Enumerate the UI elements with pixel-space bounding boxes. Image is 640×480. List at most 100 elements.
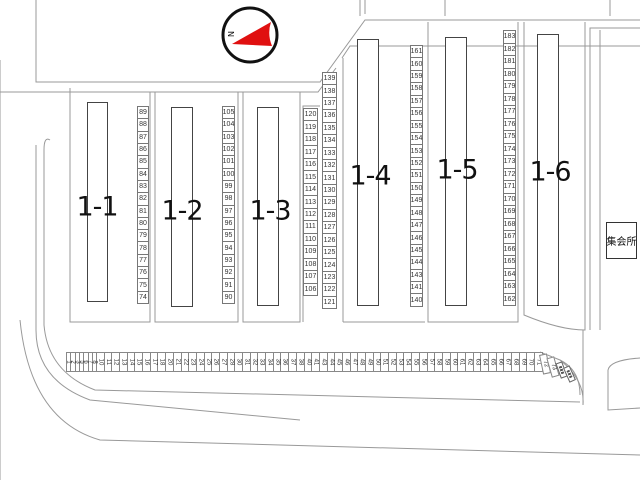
parking-space-123[interactable]: 123 xyxy=(322,271,337,285)
parking-space-138[interactable]: 138 xyxy=(322,85,337,98)
parking-space-63[interactable]: 63 xyxy=(473,352,482,372)
parking-space-83[interactable]: 83 xyxy=(137,180,149,194)
parking-space-64[interactable]: 64 xyxy=(481,352,490,372)
parking-space-26[interactable]: 26 xyxy=(212,352,220,372)
parking-space-53[interactable]: 53 xyxy=(396,352,405,372)
parking-space-52[interactable]: 52 xyxy=(389,352,397,372)
parking-space-159[interactable]: 159 xyxy=(410,70,423,84)
parking-space-61[interactable]: 61 xyxy=(458,352,466,372)
parking-space-41[interactable]: 41 xyxy=(312,352,320,372)
parking-space-166[interactable]: 166 xyxy=(503,243,516,256)
parking-space-139[interactable]: 139 xyxy=(322,72,337,86)
parking-space-22[interactable]: 22 xyxy=(181,352,190,372)
parking-space-21[interactable]: 21 xyxy=(173,352,182,372)
parking-space-50[interactable]: 50 xyxy=(373,352,382,372)
parking-space-3[interactable]: 3 xyxy=(74,352,80,372)
parking-space-176[interactable]: 176 xyxy=(503,118,516,131)
parking-space-35[interactable]: 35 xyxy=(273,352,282,372)
parking-space-113[interactable]: 113 xyxy=(303,196,318,209)
parking-space-169[interactable]: 169 xyxy=(503,206,516,219)
parking-space-143[interactable]: 143 xyxy=(410,269,423,283)
parking-space-167[interactable]: 167 xyxy=(503,231,516,244)
parking-space-164[interactable]: 164 xyxy=(503,268,516,281)
parking-space-153[interactable]: 153 xyxy=(410,145,423,158)
parking-space-120[interactable]: 120 xyxy=(303,108,318,122)
parking-space-76[interactable]: 76 xyxy=(137,267,149,280)
parking-space-18[interactable]: 18 xyxy=(158,352,167,372)
parking-space-161[interactable]: 161 xyxy=(410,45,423,59)
parking-space-140[interactable]: 140 xyxy=(410,294,423,307)
parking-space-1[interactable]: 1 xyxy=(66,352,72,372)
parking-space-51[interactable]: 51 xyxy=(381,352,390,372)
parking-space-146[interactable]: 146 xyxy=(410,232,423,245)
parking-space-103[interactable]: 103 xyxy=(222,131,235,144)
parking-space-106[interactable]: 106 xyxy=(303,283,318,297)
parking-space-75[interactable]: 75 xyxy=(137,279,149,292)
parking-space-8[interactable]: 8 xyxy=(92,352,98,372)
parking-space-174[interactable]: 174 xyxy=(503,143,516,156)
parking-space-6[interactable]: 6 xyxy=(83,352,89,372)
parking-space-38[interactable]: 38 xyxy=(296,352,305,372)
parking-space-57[interactable]: 57 xyxy=(427,352,436,372)
parking-space-158[interactable]: 158 xyxy=(410,83,423,96)
parking-space-5[interactable]: 5 xyxy=(79,352,85,372)
parking-space-104[interactable]: 104 xyxy=(222,119,235,132)
parking-space-40[interactable]: 40 xyxy=(304,352,313,372)
parking-space-44[interactable]: 44 xyxy=(327,352,336,372)
parking-space-20[interactable]: 20 xyxy=(166,352,174,372)
parking-space-105[interactable]: 105 xyxy=(222,106,235,120)
parking-space-14[interactable]: 14 xyxy=(127,352,136,372)
parking-space-81[interactable]: 81 xyxy=(137,205,149,218)
parking-space-60[interactable]: 60 xyxy=(450,352,459,372)
parking-space-180[interactable]: 180 xyxy=(503,68,516,81)
parking-space-124[interactable]: 124 xyxy=(322,259,337,272)
parking-space-25[interactable]: 25 xyxy=(204,352,213,372)
parking-space-122[interactable]: 122 xyxy=(322,284,337,297)
parking-space-155[interactable]: 155 xyxy=(410,120,423,133)
parking-space-129[interactable]: 129 xyxy=(322,197,337,210)
parking-space-144[interactable]: 144 xyxy=(410,257,423,270)
parking-space-117[interactable]: 117 xyxy=(303,146,318,159)
parking-space-58[interactable]: 58 xyxy=(435,352,443,372)
parking-space-131[interactable]: 131 xyxy=(322,172,337,185)
parking-space-157[interactable]: 157 xyxy=(410,95,423,109)
parking-space-90[interactable]: 90 xyxy=(222,291,235,304)
parking-space-126[interactable]: 126 xyxy=(322,234,337,247)
parking-space-85[interactable]: 85 xyxy=(137,156,149,169)
parking-space-55[interactable]: 55 xyxy=(412,352,420,372)
parking-space-16[interactable]: 16 xyxy=(143,352,151,372)
parking-space-115[interactable]: 115 xyxy=(303,171,318,184)
parking-space-125[interactable]: 125 xyxy=(322,246,337,260)
parking-space-173[interactable]: 173 xyxy=(503,156,516,169)
parking-space-69[interactable]: 69 xyxy=(519,352,528,372)
parking-space-34[interactable]: 34 xyxy=(266,352,274,372)
parking-space-11[interactable]: 11 xyxy=(105,352,113,372)
parking-space-32[interactable]: 32 xyxy=(250,352,259,372)
parking-space-98[interactable]: 98 xyxy=(222,193,235,206)
parking-space-149[interactable]: 149 xyxy=(410,195,423,208)
parking-space-92[interactable]: 92 xyxy=(222,267,235,280)
parking-space-183[interactable]: 183 xyxy=(503,30,516,44)
parking-space-89[interactable]: 89 xyxy=(137,106,149,120)
parking-space-27[interactable]: 27 xyxy=(219,352,228,372)
parking-space-116[interactable]: 116 xyxy=(303,158,318,172)
parking-space-66[interactable]: 66 xyxy=(496,352,505,372)
parking-space-119[interactable]: 119 xyxy=(303,121,318,134)
parking-space-86[interactable]: 86 xyxy=(137,143,149,157)
parking-space-15[interactable]: 15 xyxy=(135,352,144,372)
parking-space-36[interactable]: 36 xyxy=(281,352,290,372)
parking-space-94[interactable]: 94 xyxy=(222,242,235,255)
parking-space-156[interactable]: 156 xyxy=(410,108,423,121)
parking-space-56[interactable]: 56 xyxy=(419,352,428,372)
parking-space-2[interactable]: 2 xyxy=(70,352,76,372)
parking-space-114[interactable]: 114 xyxy=(303,183,318,197)
parking-space-82[interactable]: 82 xyxy=(137,193,149,206)
parking-space-181[interactable]: 181 xyxy=(503,56,516,69)
parking-space-24[interactable]: 24 xyxy=(196,352,205,372)
parking-space-168[interactable]: 168 xyxy=(503,218,516,231)
parking-space-137[interactable]: 137 xyxy=(322,97,337,111)
parking-space-102[interactable]: 102 xyxy=(222,143,235,157)
parking-space-99[interactable]: 99 xyxy=(222,180,235,194)
parking-space-101[interactable]: 101 xyxy=(222,156,235,169)
parking-space-23[interactable]: 23 xyxy=(189,352,197,372)
